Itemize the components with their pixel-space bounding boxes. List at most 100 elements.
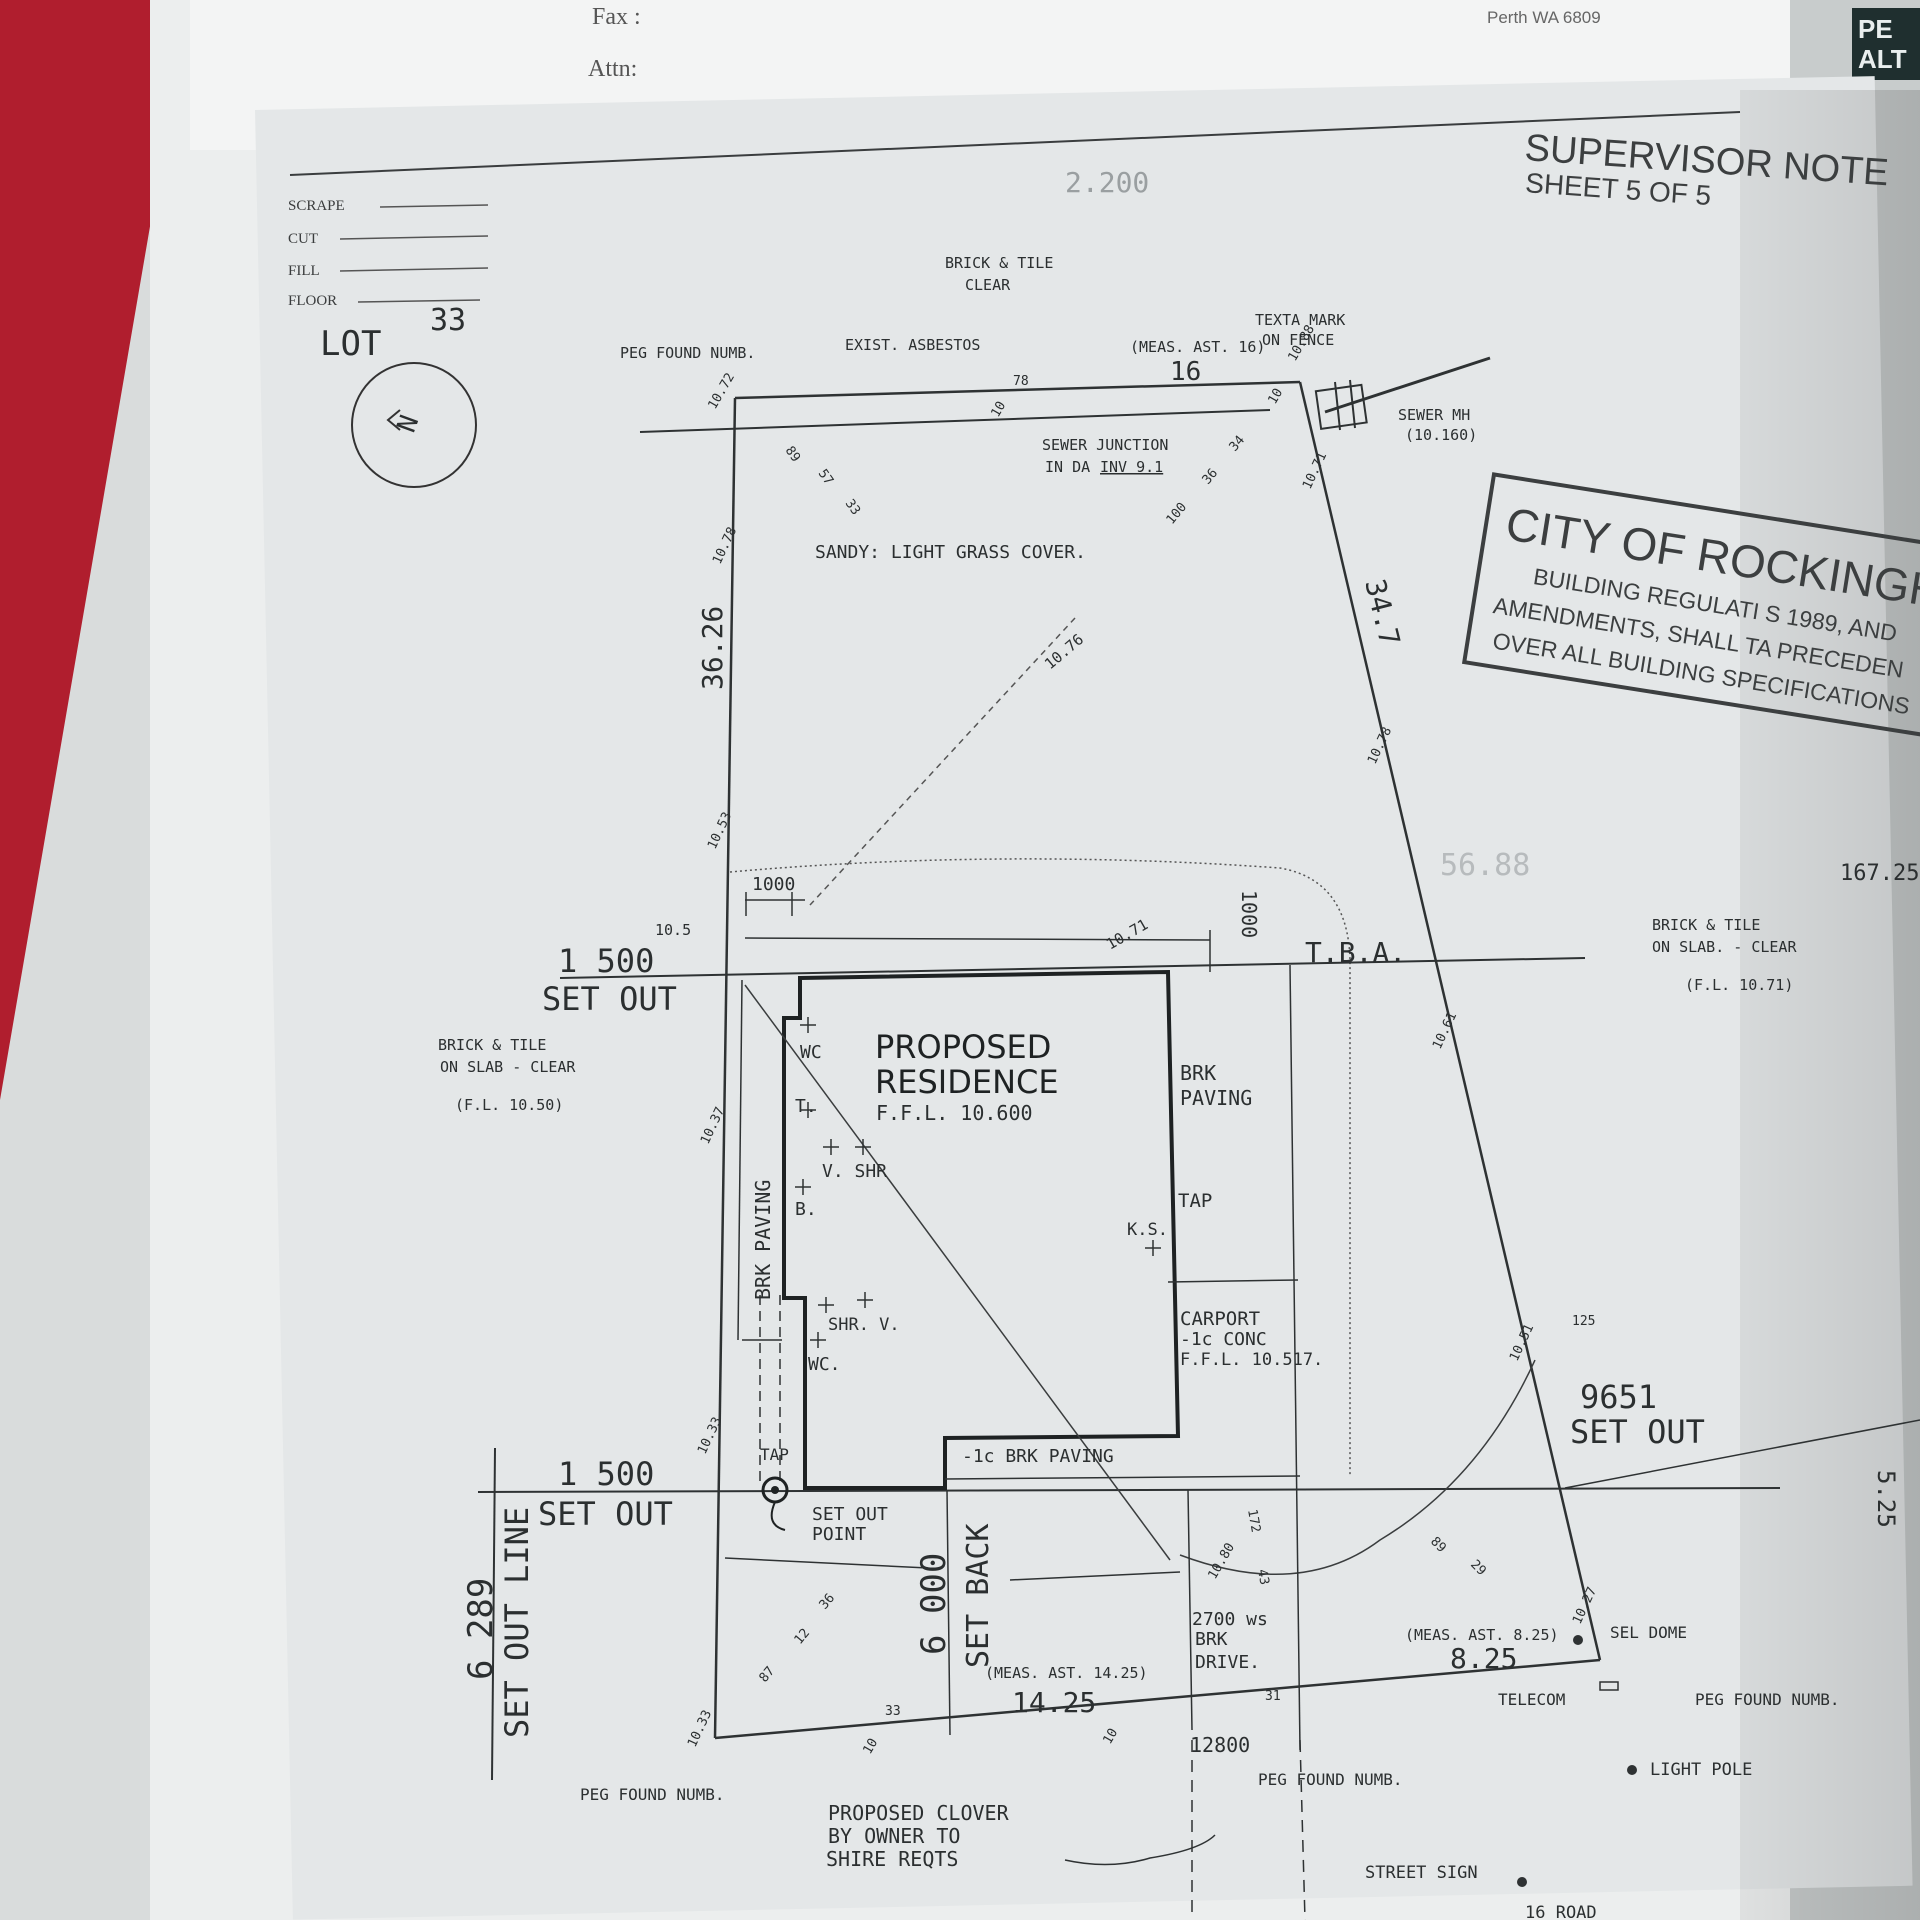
on-fence: ON FENCE — [1262, 331, 1334, 349]
dim-14-25: 14.25 — [1012, 1686, 1096, 1719]
ffl-carport: F.F.L. 10.517. — [1180, 1350, 1323, 1370]
peg-bottom-mid: PEG FOUND NUMB. — [1258, 1770, 1403, 1789]
corner-tag-line2: ALT — [1858, 44, 1907, 74]
exist-asbestos: EXIST. ASBESTOS — [845, 336, 980, 354]
svg-text:89: 89 — [1427, 1534, 1449, 1556]
dim-1000-b: 1000 — [1237, 890, 1261, 938]
brick-tile-left: BRICK & TILE — [438, 1036, 546, 1054]
sewer-junction: SEWER JUNCTION — [1042, 436, 1168, 454]
brk-paving-front: -1c BRK PAVING — [962, 1446, 1114, 1467]
brk-drive-2: BRK — [1195, 1629, 1228, 1650]
svg-text:57: 57 — [815, 467, 836, 488]
svg-text:36: 36 — [1200, 466, 1222, 488]
inv: INV 9.1 — [1100, 458, 1163, 476]
form-fields: SCRAPE CUT FILL FLOOR — [288, 198, 489, 309]
dim-16: 16 — [1170, 357, 1201, 387]
sewer-line — [639, 409, 1271, 433]
fixture-marks — [795, 1017, 1161, 1348]
north-arrow-icon: N — [351, 362, 477, 488]
set-out-top: SET OUT — [542, 980, 677, 1018]
fold-shadow — [1740, 90, 1920, 1920]
svg-text:10.51: 10.51 — [1507, 1322, 1537, 1364]
svg-text:12: 12 — [792, 1626, 814, 1648]
sel-dome-label: SEL DOME — [1610, 1623, 1687, 1642]
header-rule — [289, 111, 1741, 176]
lot-number: 33 — [430, 303, 466, 338]
shr-v: SHR. V. — [828, 1315, 900, 1335]
peg-bottom-right: PEG FOUND NUMB. — [1695, 1690, 1840, 1709]
svg-text:10: 10 — [1265, 386, 1286, 407]
street-sign-icon — [1517, 1877, 1527, 1887]
svg-text:78: 78 — [1013, 374, 1029, 389]
svg-text:36: 36 — [817, 1591, 839, 1613]
sheet-scribble: 2.200 — [1065, 166, 1149, 199]
svg-text:10.33: 10.33 — [685, 1708, 715, 1750]
ffl-house: F.F.L. 10.600 — [876, 1101, 1033, 1125]
dim-10-5: 10.5 — [655, 921, 691, 939]
setout-line-right — [1564, 1419, 1920, 1489]
dim-10-71: 10.71 — [1103, 915, 1151, 953]
dim-36-26: 36.26 — [696, 606, 729, 690]
dim-1500-top: 1 500 — [558, 942, 654, 980]
svg-text:10.78: 10.78 — [1365, 725, 1395, 767]
svg-text:87: 87 — [757, 1664, 779, 1686]
peg-bottom-left: PEG FOUND NUMB. — [580, 1785, 725, 1804]
on-slab-left: ON SLAB - CLEAR — [440, 1058, 576, 1076]
wc-bottom: WC. — [808, 1354, 841, 1375]
svg-text:100: 100 — [1164, 500, 1191, 528]
drive-curve — [1179, 1359, 1536, 1575]
carport-label: CARPORT — [1180, 1308, 1260, 1330]
clear-top: CLEAR — [965, 276, 1011, 294]
dim-6289: 6 289 — [461, 1578, 501, 1680]
lot-label: LOT — [320, 324, 381, 364]
attn-label: Attn: — [588, 56, 638, 82]
in-da: IN DA — [1045, 458, 1090, 476]
peg-found-top: PEG FOUND NUMB. — [620, 344, 755, 362]
ks-label: K.S. — [1127, 1220, 1168, 1240]
setout-line-bottom — [477, 1487, 1781, 1493]
brick-tile-right: BRICK & TILE — [1652, 916, 1760, 934]
svg-text:N: N — [392, 411, 426, 436]
set-out-bottom: SET OUT — [538, 1495, 673, 1533]
set-out-right: SET OUT — [1570, 1413, 1705, 1451]
sewer-mh-level: (10.160) — [1405, 426, 1477, 444]
svg-text:29: 29 — [1467, 1557, 1489, 1579]
street-sign-label: STREET SIGN — [1365, 1863, 1478, 1883]
dim-faint: 56.88 — [1440, 848, 1530, 883]
sewer-mh: SEWER MH — [1398, 406, 1470, 424]
fax-label: Fax : — [592, 4, 641, 30]
svg-text:34: 34 — [1227, 433, 1249, 455]
meas-16: (MEAS. AST. 16) — [1130, 338, 1265, 356]
dim-1500-bottom: 1 500 — [558, 1455, 654, 1493]
svg-text:172: 172 — [1244, 1508, 1263, 1534]
svg-text:10: 10 — [1100, 1726, 1121, 1747]
tap-left: TAP — [760, 1445, 789, 1464]
telecom-label: TELECOM — [1498, 1690, 1565, 1709]
svg-text:125: 125 — [1572, 1314, 1595, 1329]
t-label: T. — [795, 1096, 817, 1117]
svg-text:10.53: 10.53 — [705, 810, 735, 852]
brk-paving-side: BRK PAVING — [751, 1180, 775, 1300]
dim-34-7: 34.7 — [1358, 576, 1406, 649]
tba-label: T.B.A. — [1305, 936, 1406, 969]
form-floor: FLOOR — [288, 293, 337, 309]
dim-1000-a: 1000 — [752, 874, 795, 895]
svg-text:43: 43 — [1254, 1568, 1271, 1586]
form-scrape: SCRAPE — [288, 198, 345, 214]
telecom-icon — [1599, 1681, 1619, 1691]
svg-text:89: 89 — [782, 444, 803, 465]
clover-leader — [1064, 1834, 1216, 1866]
set-out-line-label: SET OUT LINE — [498, 1507, 536, 1738]
corner-tag: PE ALT — [1852, 8, 1920, 80]
svg-text:10: 10 — [988, 399, 1009, 420]
set-out-point-label2: POINT — [812, 1524, 866, 1545]
proposed-clover-3: SHIRE REQTS — [826, 1847, 958, 1871]
proposed-clover-1: PROPOSED CLOVER — [828, 1801, 1010, 1825]
svg-text:33: 33 — [885, 1704, 901, 1719]
brk-drive-1: 2700 ws — [1192, 1609, 1268, 1630]
fl-right: (F.L. 10.71) — [1685, 976, 1793, 994]
svg-text:10.71: 10.71 — [1300, 450, 1330, 492]
set-out-point-label: SET OUT — [812, 1504, 888, 1525]
form-cut: CUT — [288, 231, 318, 247]
